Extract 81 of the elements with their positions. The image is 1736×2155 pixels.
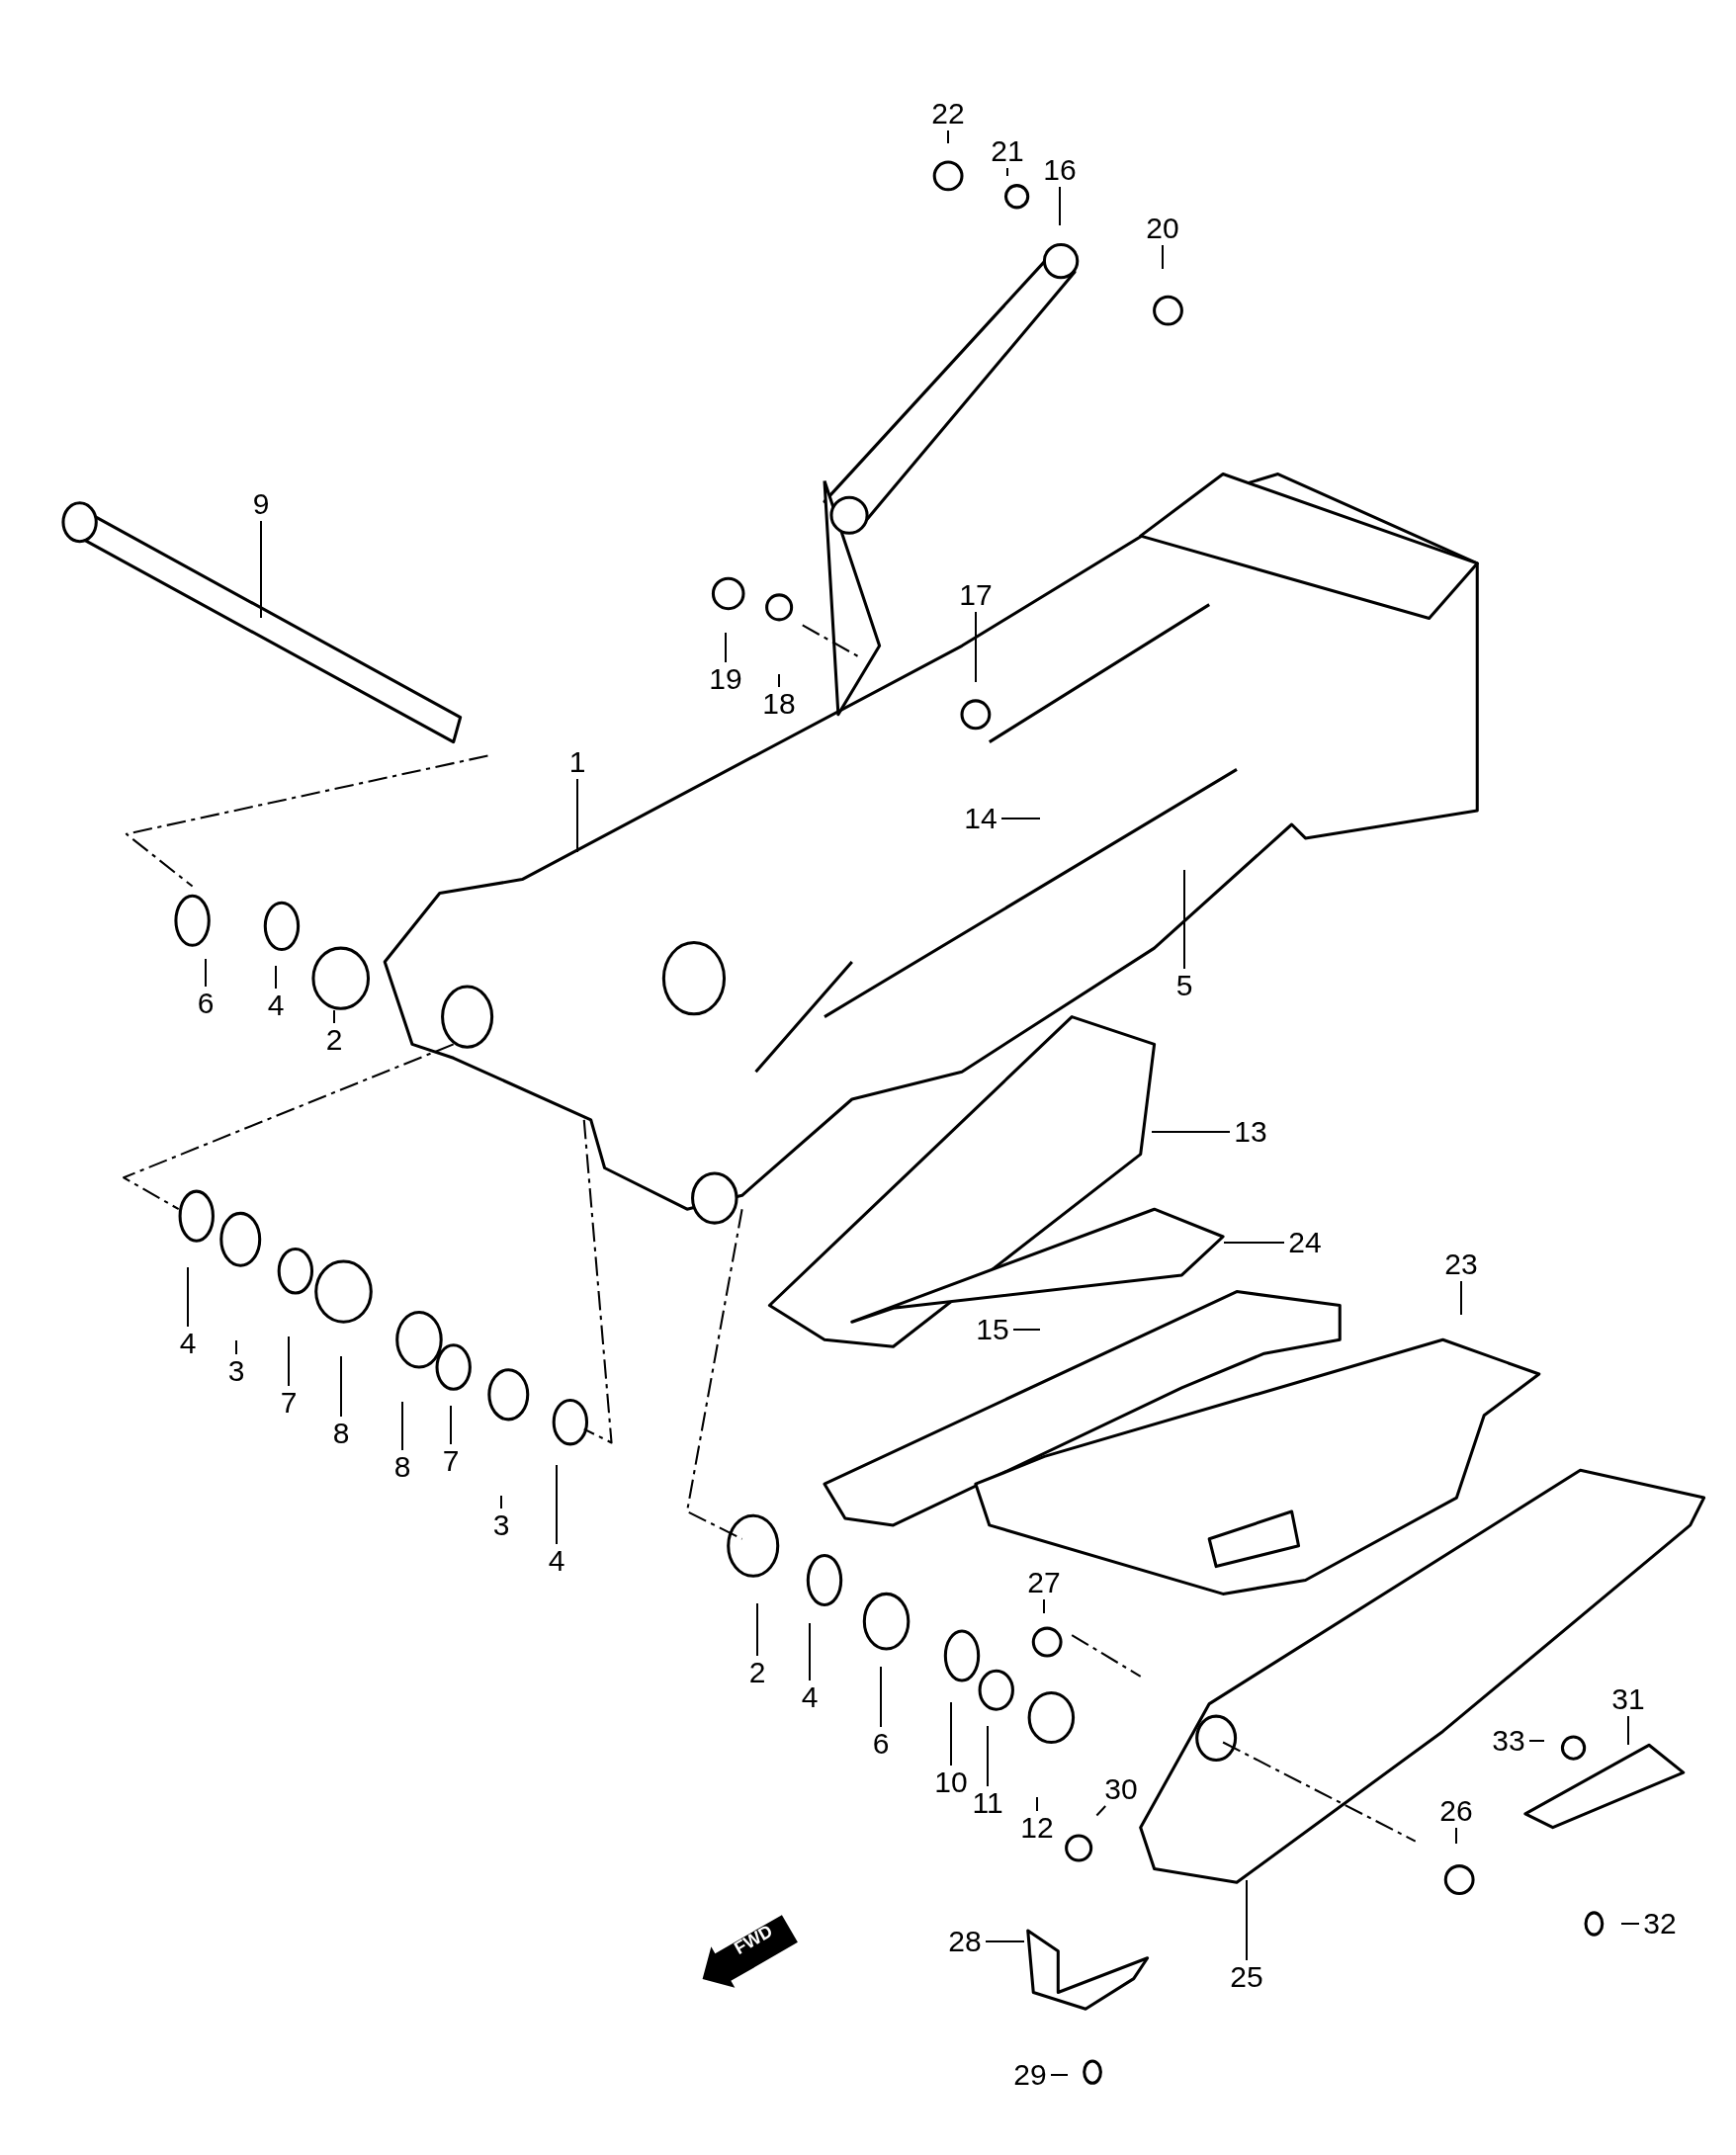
callout-number: 28 [944,1925,986,1958]
callout-number: 9 [249,487,273,521]
leader-line [1006,167,1008,177]
direction-label: FWD [730,1920,777,1960]
callout-number: 22 [927,97,969,130]
leader-line [950,1701,952,1767]
callout-number: 21 [987,134,1028,168]
leader-line [947,129,949,144]
leader-line [1036,1796,1038,1812]
leader-line [450,1405,452,1445]
leader-line [576,778,578,853]
callout-number: 3 [489,1508,513,1542]
leader-line [401,1401,403,1451]
leader-line [1460,1280,1462,1316]
callout-number: 30 [1100,1772,1142,1806]
leader-line [333,1009,335,1024]
leader-line [880,1666,882,1728]
leader-line [260,520,262,619]
leader-line [1151,1131,1231,1133]
leader-line [500,1495,502,1509]
leader-line [187,1266,189,1328]
callout-number: 20 [1142,212,1183,245]
leader-line [975,611,977,683]
leader-line [809,1622,811,1681]
callout-number: 6 [869,1727,893,1761]
callout-number: 4 [545,1544,568,1578]
callout-number: 31 [1607,1682,1649,1716]
callout-number: 6 [194,987,217,1020]
callout-number: 27 [1023,1566,1065,1599]
callout-number: 15 [972,1313,1013,1346]
leader-line [1455,1827,1457,1845]
callout-number: 19 [705,662,746,696]
leader-line [1050,2074,1069,2076]
leader-line [288,1336,290,1387]
callout-number: 13 [1230,1115,1271,1149]
callout-number: 8 [329,1417,353,1450]
callout-number: 24 [1284,1226,1326,1259]
leader-line [235,1339,237,1355]
callout-number: 7 [439,1444,463,1478]
leader-line [1246,1879,1248,1961]
leader-line [756,1602,758,1657]
leader-line [275,965,277,990]
leader-line [1095,1805,1107,1817]
leader-line [725,632,727,663]
callout-number: 1 [565,745,589,779]
leader-line [1620,1923,1640,1925]
callout-number: 17 [955,578,997,612]
leader-line [205,958,207,988]
callout-number: 33 [1488,1724,1529,1758]
leader-line [1162,244,1164,270]
callout-number: 29 [1009,2058,1051,2092]
callout-number: 18 [758,687,800,721]
leader-line [1528,1740,1545,1742]
leader-line [1223,1242,1285,1244]
callout-number: 32 [1639,1907,1681,1940]
callout-number: 26 [1435,1794,1477,1828]
leader-line [1183,869,1185,970]
callout-number: 7 [277,1386,301,1420]
callout-number: 23 [1440,1248,1482,1281]
callout-number: 4 [264,989,288,1022]
callout-number: 8 [391,1450,414,1484]
leader-line [1043,1598,1045,1614]
callout-number: 12 [1016,1811,1058,1845]
leader-line [778,673,780,688]
callout-number: 16 [1039,153,1081,187]
leader-line [1059,186,1061,226]
leader-line [987,1725,989,1787]
leader-line [1012,1329,1041,1331]
callout-number: 4 [798,1681,822,1714]
leader-line [340,1355,342,1418]
callout-number: 2 [322,1023,346,1057]
callout-number: 5 [1172,969,1196,1002]
leader-line [1000,818,1041,819]
leader-line [556,1464,558,1545]
callout-number: 4 [176,1327,200,1360]
callout-number: 3 [224,1354,248,1388]
callout-number: 25 [1226,1960,1267,1994]
callout-number: 2 [745,1656,769,1689]
leader-line [985,1940,1025,1942]
leader-line [1627,1715,1629,1746]
callout-number: 14 [960,802,1001,835]
